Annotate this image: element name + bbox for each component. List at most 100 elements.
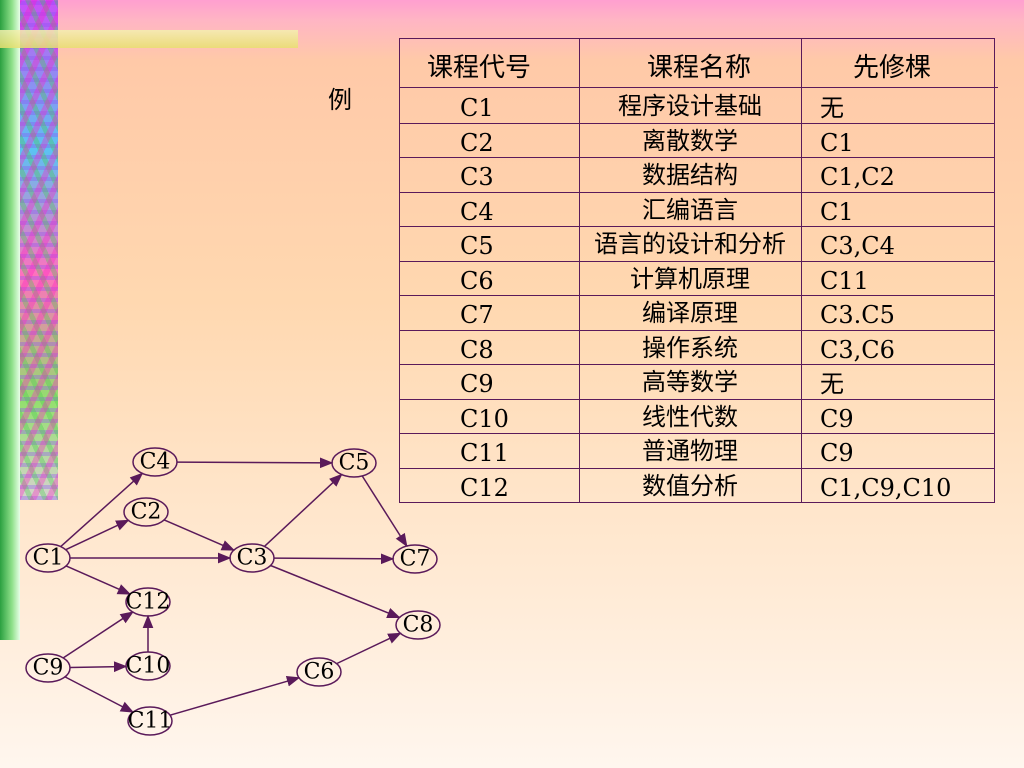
node-label: C8 <box>403 613 434 638</box>
row-divider <box>400 226 994 227</box>
course-name-cell: 数值分析 <box>642 471 738 500</box>
edge-C4-C5 <box>176 457 334 469</box>
node-c7: C7 <box>392 544 438 574</box>
node-c11: C11 <box>127 706 173 736</box>
edge-C1-C12 <box>65 565 132 595</box>
prereq-cell: C1 <box>820 128 854 157</box>
course-name-cell: 高等数学 <box>642 368 738 396</box>
node-ellipse <box>331 448 377 478</box>
node-label: C9 <box>33 656 64 681</box>
course-name-cell: 离散数学 <box>642 126 738 155</box>
row-divider <box>400 329 994 331</box>
node-c1: C1 <box>25 543 71 573</box>
course-name-cell: 语言的设计和分析 <box>594 230 786 258</box>
course-code-cell: C11 <box>460 439 509 467</box>
node-ellipse <box>229 543 275 573</box>
node-label: C3 <box>237 546 268 571</box>
edge-C3-C8 <box>270 564 401 619</box>
node-ellipse <box>392 544 438 574</box>
prereq-cell: C3.C5 <box>820 301 895 329</box>
course-code-cell: C9 <box>460 370 494 398</box>
row-divider <box>400 191 994 193</box>
node-label: C7 <box>400 547 431 572</box>
row-divider <box>400 467 994 469</box>
course-code-cell: C1 <box>460 94 494 122</box>
edge-C2-C3 <box>163 519 236 551</box>
course-code-cell: C2 <box>460 128 494 157</box>
prereq-cell: 无 <box>820 94 844 122</box>
node-label: C11 <box>128 709 173 734</box>
course-code-cell: C12 <box>460 473 509 502</box>
node-c3: C3 <box>229 543 275 573</box>
course-name-cell: 编译原理 <box>642 299 738 327</box>
course-name-cell: 程序设计基础 <box>618 92 762 120</box>
node-c10: C10 <box>125 651 171 681</box>
header-prereq: 先修棵 <box>853 53 932 83</box>
column-divider <box>801 39 802 502</box>
course-code-cell: C4 <box>460 197 494 226</box>
prereq-cell: C3,C6 <box>820 335 895 364</box>
edge-C1-C2 <box>65 519 130 551</box>
course-code-cell: C5 <box>460 232 494 260</box>
node-label: C1 <box>33 546 64 571</box>
node-label: C10 <box>126 654 171 679</box>
row-divider <box>400 295 994 296</box>
row-divider <box>400 260 994 262</box>
header-code: 课程代号 <box>427 53 532 83</box>
edge-C9-C12 <box>62 611 134 659</box>
row-divider <box>400 433 994 434</box>
course-code-cell: C8 <box>460 335 494 364</box>
node-c12: C12 <box>125 587 171 617</box>
row-divider <box>400 398 994 400</box>
prereq-cell: C9 <box>820 439 854 467</box>
prereq-cell: C11 <box>820 266 869 295</box>
node-ellipse <box>125 587 171 617</box>
node-ellipse <box>125 651 171 681</box>
course-name-cell: 汇编语言 <box>642 195 738 224</box>
row-divider <box>400 122 994 124</box>
node-label: C5 <box>339 451 370 476</box>
course-name-cell: 操作系统 <box>642 333 738 362</box>
course-code-cell: C10 <box>460 404 509 433</box>
edge-C3-C7 <box>273 553 395 565</box>
header-name: 课程名称 <box>647 53 752 83</box>
node-label: C2 <box>131 500 162 525</box>
node-c6: C6 <box>296 657 342 687</box>
row-divider <box>400 157 994 158</box>
prereq-cell: C1 <box>820 197 854 226</box>
node-label: C4 <box>140 450 171 475</box>
node-ellipse <box>123 497 169 527</box>
prereq-cell: C1,C9,C10 <box>820 473 952 502</box>
course-code-cell: C6 <box>460 266 494 295</box>
node-c9: C9 <box>25 653 71 683</box>
edge-C9-C11 <box>64 676 135 713</box>
node-ellipse <box>395 610 441 640</box>
edge-C5-C7 <box>361 475 408 548</box>
node-c4: C4 <box>132 447 178 477</box>
node-label: C6 <box>304 660 335 685</box>
edge-C3-C5 <box>263 473 343 547</box>
edge-C9-C10 <box>69 661 128 673</box>
course-name-cell: 线性代数 <box>642 402 738 431</box>
course-name-cell: 数据结构 <box>642 161 738 189</box>
node-ellipse <box>132 447 178 477</box>
node-c2: C2 <box>123 497 169 527</box>
course-code-cell: C3 <box>460 163 494 191</box>
column-divider <box>579 39 580 502</box>
course-name-cell: 计算机原理 <box>630 264 750 293</box>
node-label: C12 <box>126 590 171 615</box>
node-ellipse <box>296 657 342 687</box>
prereq-cell: C3,C4 <box>820 232 895 260</box>
edge-C6-C8 <box>336 632 402 665</box>
node-c5: C5 <box>331 448 377 478</box>
prereq-cell: C1,C2 <box>820 163 895 191</box>
course-name-cell: 普通物理 <box>642 437 738 465</box>
prereq-cell: 无 <box>820 370 844 398</box>
decorative-bar-left <box>0 0 20 640</box>
decorative-bar-top <box>0 30 298 48</box>
node-c8: C8 <box>395 610 441 640</box>
row-divider <box>400 364 994 365</box>
example-label: 例 <box>328 86 352 114</box>
